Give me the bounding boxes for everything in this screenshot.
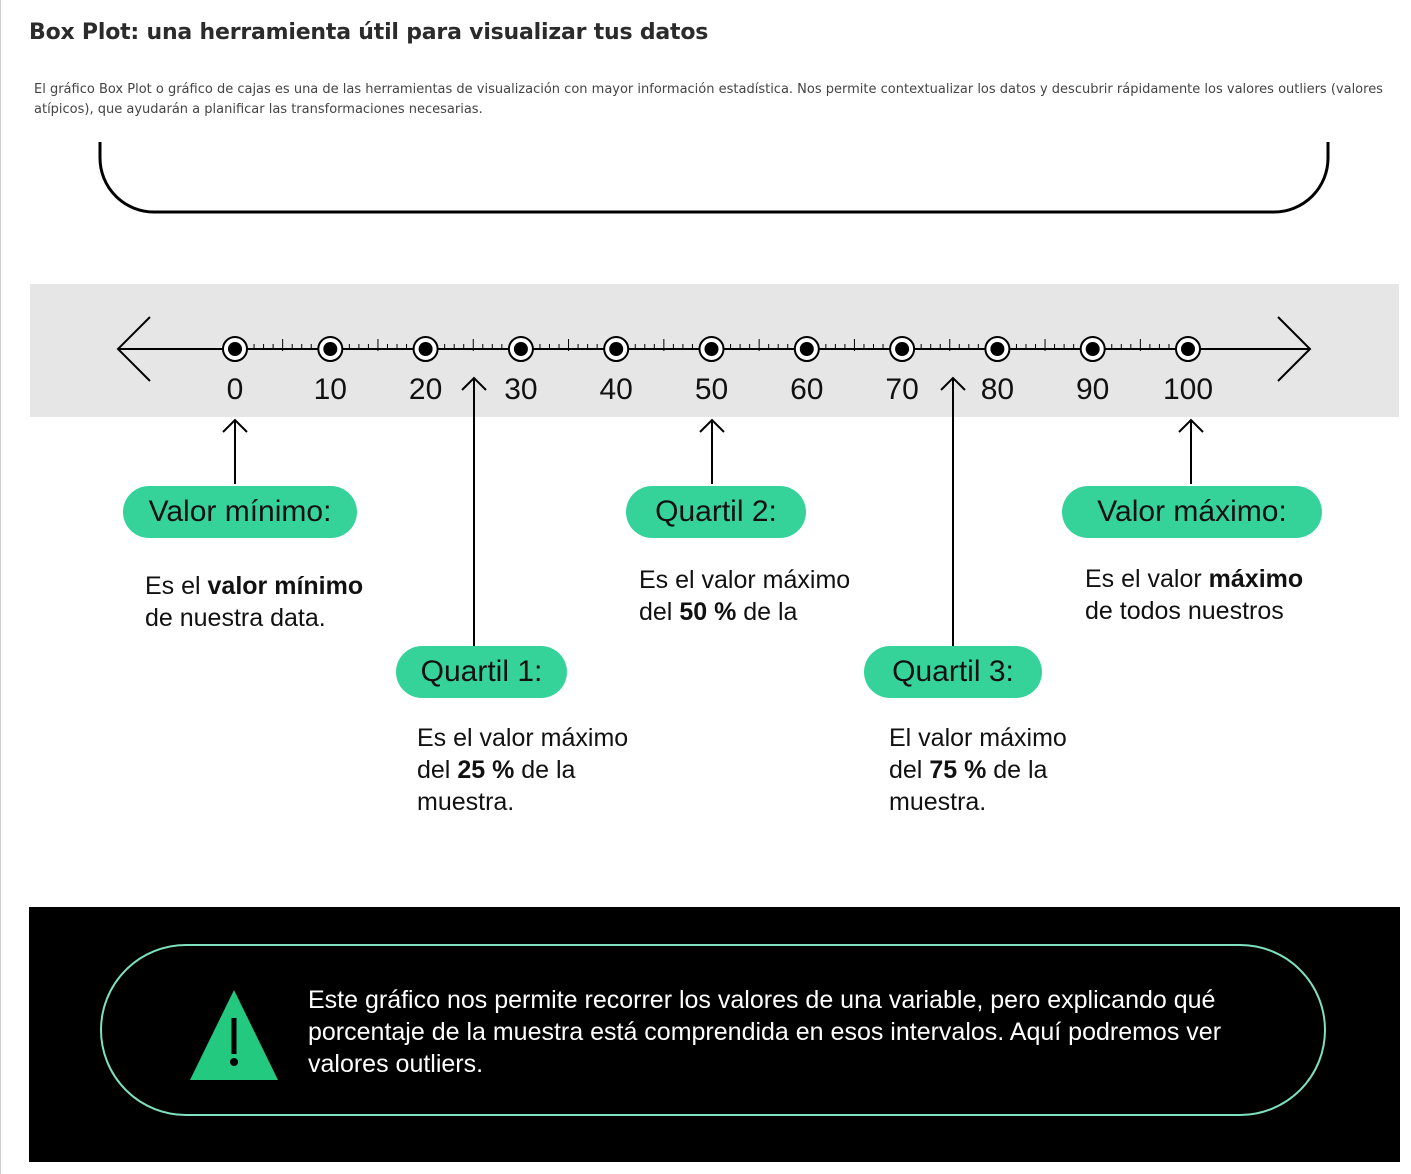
tick-label-20: 20 <box>408 373 443 406</box>
tick-label-70: 70 <box>885 373 919 406</box>
tick-label-60: 60 <box>790 373 824 406</box>
tick-dot-50 <box>704 342 719 356</box>
tick-label-30: 30 <box>504 373 538 406</box>
number-line <box>116 316 1312 382</box>
tick-label-80: 80 <box>980 373 1015 406</box>
tick-label-90: 90 <box>1076 373 1110 406</box>
desc-quartil-1: Es el valor máximo del 25 % de la muestr… <box>417 724 629 816</box>
pill-quartil-2: Quartil 2: <box>626 486 806 538</box>
tick-label-50: 50 <box>694 373 729 406</box>
tick-label-100: 100 <box>1162 373 1214 406</box>
pill-quartil-3: Quartil 3: <box>864 646 1042 698</box>
tick-label-40: 40 <box>599 373 633 406</box>
note-outline <box>100 944 1326 1116</box>
desc-quartil-2: Es el valor máximo del 50 % de la <box>639 566 851 626</box>
tick-dot-100 <box>1181 342 1195 356</box>
tick-dot-60 <box>799 342 814 356</box>
page-left-border <box>0 0 1 1174</box>
desc-valor-minimo: Es el valor mínimo de nuestra data. <box>145 572 364 632</box>
desc-quartil-3: El valor máximo del 75 % de la muestra. <box>889 724 1067 816</box>
intro-text: El gráfico Box Plot o gráfico de cajas e… <box>34 82 1383 117</box>
tick-dot-70 <box>895 342 910 356</box>
warning-triangle-icon <box>190 990 278 1080</box>
pill-quartil-1: Quartil 1: <box>396 646 567 698</box>
tick-dot-0 <box>228 342 242 356</box>
tick-dot-90 <box>1085 342 1100 356</box>
desc-valor-maximo: Es el valor máximo de todos nuestros <box>1085 565 1304 625</box>
page-title: Box Plot: una herramienta útil para visu… <box>29 20 709 45</box>
note-panel <box>29 907 1400 1162</box>
tick-dot-40 <box>609 342 624 356</box>
tick-dot-30 <box>513 342 528 356</box>
tick-label-0: 0 <box>226 373 244 406</box>
axis-arrow-right <box>1277 316 1312 382</box>
tick-dot-10 <box>323 342 338 356</box>
pointer-arrows <box>222 376 1204 646</box>
pill-valor-minimo: Valor mínimo: <box>123 486 357 538</box>
pill-valor-maximo: Valor máximo: <box>1062 486 1322 538</box>
axis-arrow-left <box>116 316 151 382</box>
note-text: Este gráfico nos permite recorrer los va… <box>308 986 1222 1078</box>
tick-dot-20 <box>418 342 433 356</box>
bracket-shape <box>98 142 1330 214</box>
tick-dot-80 <box>990 342 1005 356</box>
tick-label-10: 10 <box>313 373 347 406</box>
